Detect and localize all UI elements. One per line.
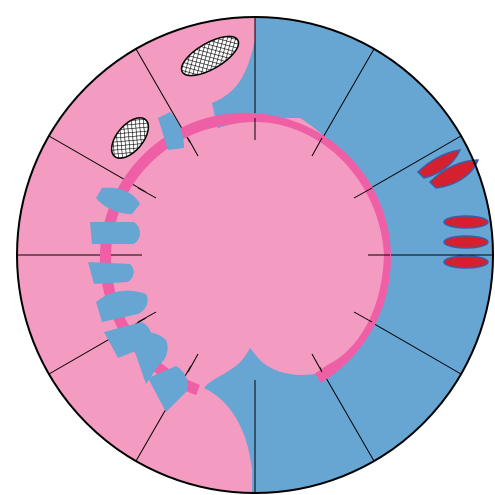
blue-wedge bbox=[88, 262, 134, 284]
red-mark bbox=[444, 236, 488, 248]
red-mark bbox=[444, 216, 488, 228]
red-mark bbox=[444, 256, 488, 268]
blue-wedge bbox=[90, 222, 140, 244]
